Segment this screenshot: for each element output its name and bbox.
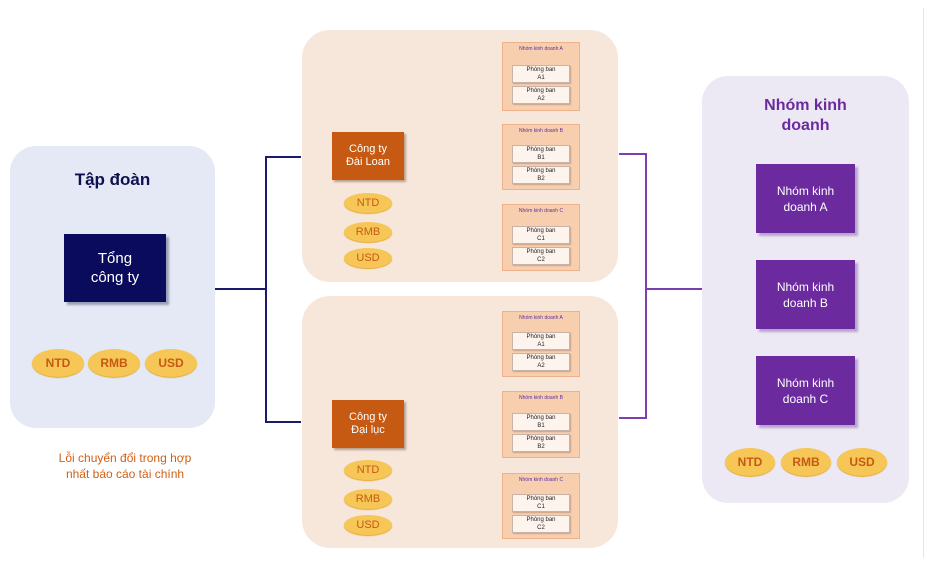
company-label-line1: Công ty — [349, 143, 387, 155]
currency-badge: USD — [145, 349, 197, 377]
currency-badge: NTD — [344, 193, 392, 213]
conversion-error-note: Lỗi chuyển đổi trong hợp nhất báo cáo tài… — [20, 450, 230, 482]
dept-label: Phòng ban — [526, 496, 556, 502]
business-groups-title-line1: Nhóm kinh — [764, 97, 847, 114]
dept-code: B2 — [537, 444, 545, 450]
currency-badge: RMB — [88, 349, 140, 377]
note-line2: nhất báo cáo tài chính — [65, 467, 185, 481]
dept-label: Phòng ban — [526, 517, 556, 523]
currency-badge: USD — [344, 515, 392, 535]
dept-label: Phòng ban — [526, 415, 556, 421]
dept-code: A1 — [537, 75, 545, 81]
currency-badge: RMB — [781, 448, 831, 476]
dept-code: B2 — [537, 176, 545, 182]
hq-label-line2: công ty — [90, 269, 140, 286]
dept-code: C1 — [537, 504, 545, 510]
business-group-title: Nhóm kinh doanh C — [518, 208, 564, 214]
company-label-line2: Đài Loan — [345, 156, 391, 168]
dept-code: C2 — [537, 257, 545, 263]
currency-badge: RMB — [344, 489, 392, 509]
headquarters-box: Tổng công ty — [64, 234, 166, 302]
business-group-title: Nhóm kinh doanh A — [519, 46, 563, 52]
dept-label: Phòng ban — [526, 436, 556, 442]
note-line1: Lỗi chuyển đổi trong hợp — [58, 451, 192, 465]
dept-label: Phòng ban — [526, 355, 556, 361]
dept-code: C2 — [537, 525, 545, 531]
dept-label: Phòng ban — [526, 168, 556, 174]
currency-badge: RMB — [344, 222, 392, 242]
dept-code: B1 — [537, 155, 545, 161]
business-group-label-line2: doanh A — [783, 199, 828, 214]
currency-badge: USD — [837, 448, 887, 476]
currency-badge: USD — [344, 248, 392, 268]
business-group-label-line1: Nhóm kinh — [776, 375, 835, 390]
business-groups-title: Nhóm kinh doanh — [744, 96, 867, 136]
currency-badge: NTD — [725, 448, 775, 476]
business-group-label-line2: doanh B — [783, 295, 828, 310]
purple-connector — [619, 153, 647, 419]
business-group-title: Nhóm kinh doanh B — [519, 128, 563, 134]
company-label-line1: Công ty — [349, 411, 387, 423]
business-group-label-line1: Nhóm kinh — [776, 279, 835, 294]
dept-label: Phòng ban — [526, 334, 556, 340]
business-group-label-line2: doanh C — [782, 391, 829, 406]
currency-badge: NTD — [32, 349, 84, 377]
currency-badge: NTD — [344, 460, 392, 480]
hq-label-line1: Tổng — [97, 250, 133, 267]
dept-code: A2 — [537, 363, 545, 369]
dept-label: Phòng ban — [526, 249, 556, 255]
dept-code: A1 — [537, 342, 545, 348]
dept-code: B1 — [537, 423, 545, 429]
company-label-line2: Đại lục — [351, 424, 385, 436]
navy-connector — [265, 156, 301, 423]
dept-label: Phòng ban — [526, 67, 556, 73]
dept-code: A2 — [537, 96, 545, 102]
business-group-label-line1: Nhóm kinh — [776, 183, 835, 198]
dept-code: C1 — [537, 236, 545, 242]
business-group-title: Nhóm kinh doanh C — [518, 477, 564, 483]
business-group-title: Nhóm kinh doanh A — [519, 315, 563, 321]
dept-label: Phòng ban — [526, 147, 556, 153]
dept-label: Phòng ban — [526, 228, 556, 234]
business-group-title: Nhóm kinh doanh B — [519, 395, 563, 401]
group-title: Tập đoàn — [74, 170, 151, 189]
divider — [923, 8, 924, 558]
business-groups-title-line2: doanh — [781, 117, 830, 134]
dept-label: Phòng ban — [526, 88, 556, 94]
